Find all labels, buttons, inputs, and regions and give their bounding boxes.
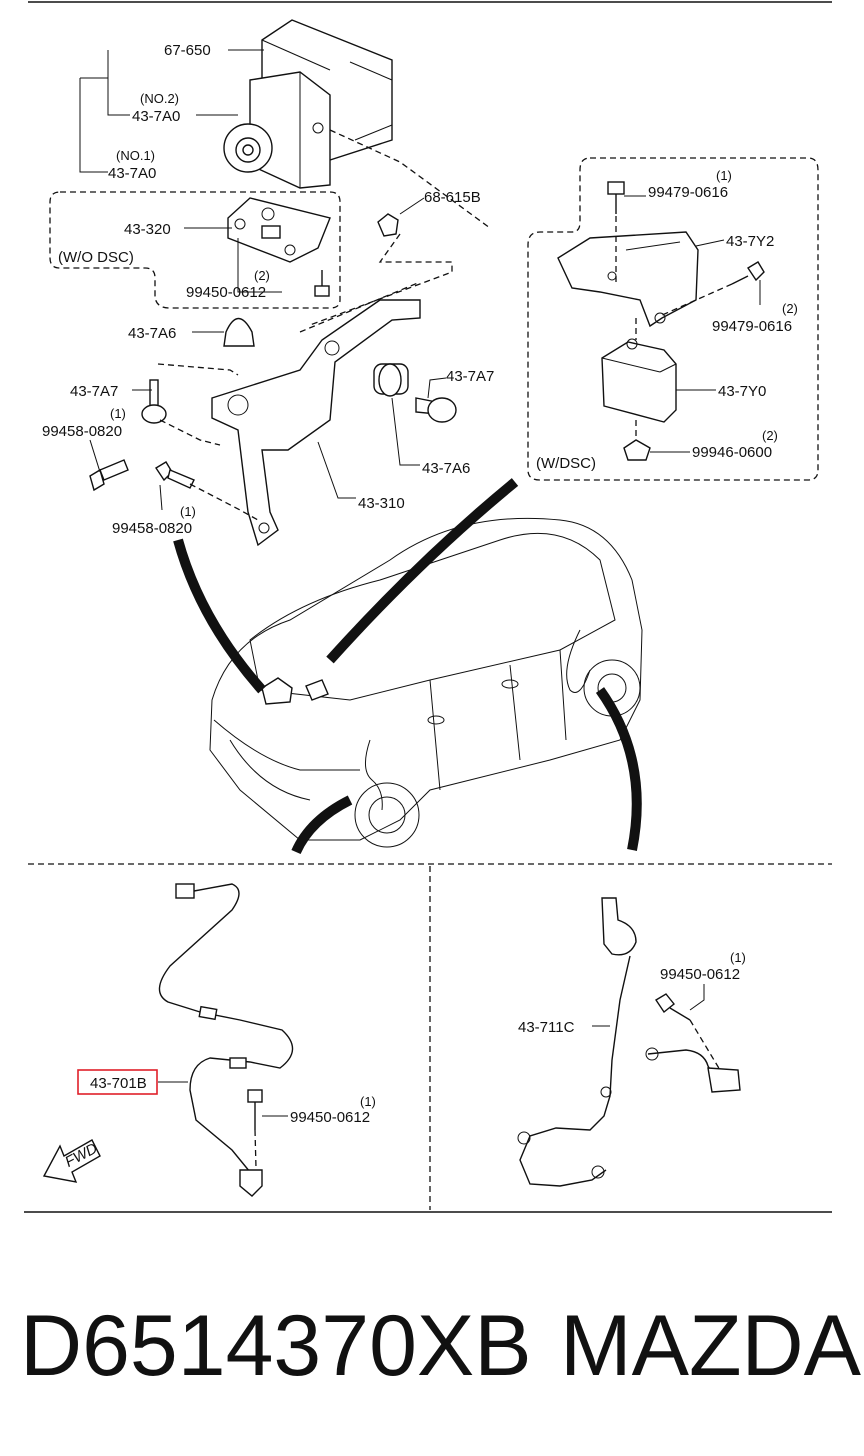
pin-7a7-left-drawing	[141, 379, 167, 424]
front-sensor-drawing	[158, 883, 294, 1197]
label-bolt-99458-a: 99458-0820	[42, 423, 122, 440]
label-bracket-320: 43-320	[124, 221, 171, 238]
leader-lines-lower	[158, 984, 705, 1117]
parts-diagram: 67-650 (NO.2) 43-7A0 (NO.1) 43-7A0 43-32…	[24, 1, 832, 1213]
label-no2: (NO.2)	[140, 91, 179, 106]
label-bolt-99450-b: 99450-0612	[290, 1109, 370, 1126]
label-bolt-99450-a: 99450-0612	[186, 284, 266, 301]
nut-68615b-drawing	[377, 213, 399, 237]
label-hu-7a0-2: 43-7A0	[132, 108, 180, 125]
label-sensor-7y0: 43-7Y0	[718, 383, 766, 400]
label-nut-99946: 99946-0600	[692, 444, 772, 461]
bolt-99479-top-drawing	[607, 181, 625, 214]
sensor-7y0-drawing	[601, 338, 677, 423]
footer: D6514370XB MAZDA	[0, 1286, 864, 1406]
highlight-box	[77, 1069, 158, 1095]
leader-lines-dsc	[615, 195, 761, 453]
car-outline-drawing	[209, 517, 643, 848]
fwd-arrow	[42, 1139, 101, 1183]
w-dsc-box	[527, 157, 819, 481]
callout-labels: 67-650 (NO.2) 43-7A0 (NO.1) 43-7A0 43-32…	[42, 42, 798, 1171]
bolt-99450-upper-drawing	[314, 270, 330, 297]
bolt-99450-rear-drawing	[655, 993, 721, 1071]
leader-lines-upper	[79, 49, 491, 521]
label-cap-7a6: 43-7A6	[128, 325, 176, 342]
pin-7a7-right-drawing	[415, 397, 457, 423]
bolt-99479-side-drawing	[731, 261, 765, 285]
label-bolt-99458-b: 99458-0820	[112, 520, 192, 537]
nut-99946-drawing	[623, 439, 651, 461]
label-qty-2c: (2)	[762, 428, 778, 443]
label-qty-2a: (2)	[254, 268, 270, 283]
cap-7a6-drawing	[223, 317, 255, 347]
label-w-dsc: (W/DSC)	[536, 455, 596, 472]
label-qty-1a: (1)	[110, 406, 126, 421]
label-qty-2b: (2)	[782, 301, 798, 316]
bracket-320-drawing	[227, 197, 331, 263]
label-bolt-99479-b: 99479-0616	[712, 318, 792, 335]
label-no1: (NO.1)	[116, 148, 155, 163]
label-sensor-rear: 43-711C	[518, 1019, 575, 1036]
hydraulic-unit-drawing	[223, 19, 393, 189]
bracket-7y2-drawing	[557, 231, 699, 328]
label-sensor-front: 43-701B	[90, 1075, 147, 1092]
label-pin-7a7-right: 43-7A7	[446, 368, 494, 385]
rear-sensor-drawing	[517, 897, 741, 1187]
bolt-99458-left-drawing	[89, 459, 129, 492]
label-qty-1c: (1)	[716, 168, 732, 183]
label-pin-7a7-left: 43-7A7	[70, 383, 118, 400]
label-bolt-99479-a: 99479-0616	[648, 184, 728, 201]
label-grommet-7a6: 43-7A6	[422, 460, 470, 477]
bolt-99450-front-drawing	[247, 1089, 263, 1169]
brand-name: MAZDA	[560, 1298, 861, 1394]
part-number: D6514370XB	[20, 1298, 532, 1394]
wo-dsc-box	[49, 191, 341, 309]
label-nut-68615b: 68-615B	[424, 189, 481, 206]
bolt-99458-lower-drawing	[155, 461, 195, 489]
label-qty-1e: (1)	[730, 950, 746, 965]
grommet-7a6-drawing	[373, 363, 409, 397]
label-qty-1d: (1)	[360, 1094, 376, 1109]
label-module-6765: 67-650	[164, 42, 211, 59]
label-hu-7a0-1: 43-7A0	[108, 165, 156, 182]
label-bolt-99450-c: 99450-0612	[660, 966, 740, 983]
label-bracket-310: 43-310	[358, 495, 405, 512]
label-wo-dsc: (W/O DSC)	[58, 249, 134, 266]
label-bracket-7y2: 43-7Y2	[726, 233, 774, 250]
label-qty-1b: (1)	[180, 504, 196, 519]
callout-arcs	[173, 478, 642, 855]
